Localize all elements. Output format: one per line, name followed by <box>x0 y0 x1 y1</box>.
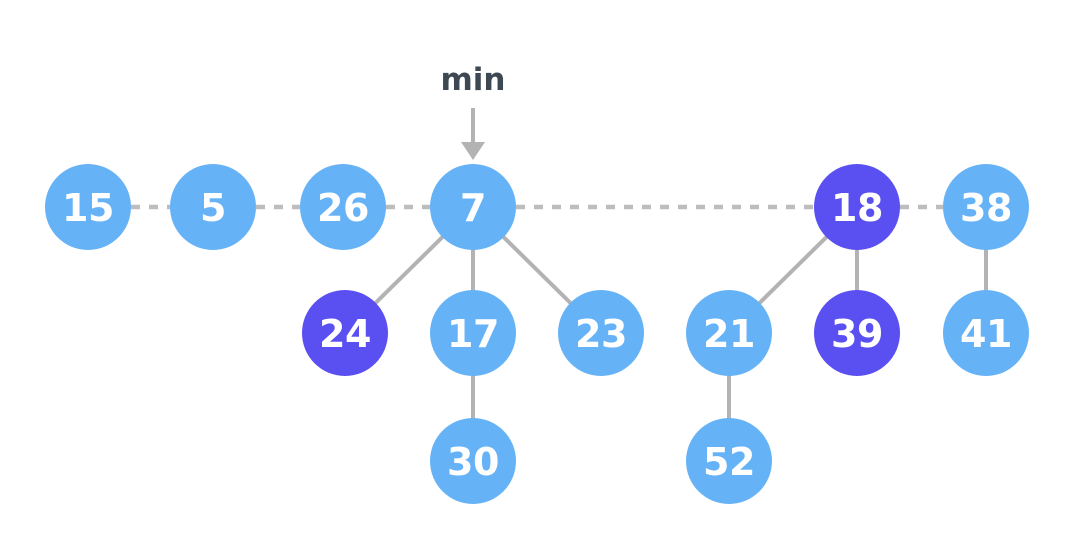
heap-node-39[interactable]: 39 <box>814 290 900 376</box>
node-circle-38[interactable] <box>943 164 1029 250</box>
edge-7-23 <box>501 235 573 305</box>
heap-node-52[interactable]: 52 <box>686 418 772 504</box>
node-circle-30[interactable] <box>430 418 516 504</box>
heap-node-15[interactable]: 15 <box>45 164 131 250</box>
min-pointer: min <box>441 62 506 160</box>
node-label-26: 26 <box>317 186 369 230</box>
node-circle-18[interactable] <box>814 164 900 250</box>
node-label-52: 52 <box>703 440 755 484</box>
node-circle-17[interactable] <box>430 290 516 376</box>
node-circle-15[interactable] <box>45 164 131 250</box>
node-circle-26[interactable] <box>300 164 386 250</box>
heap-node-41[interactable]: 41 <box>943 290 1029 376</box>
heap-node-17[interactable]: 17 <box>430 290 516 376</box>
node-circle-39[interactable] <box>814 290 900 376</box>
node-circle-7[interactable] <box>430 164 516 250</box>
node-circle-52[interactable] <box>686 418 772 504</box>
heap-node-26[interactable]: 26 <box>300 164 386 250</box>
heap-node-38[interactable]: 38 <box>943 164 1029 250</box>
down-arrow-icon <box>461 142 485 160</box>
node-label-24: 24 <box>319 312 371 356</box>
edge-18-21 <box>757 235 829 305</box>
node-circle-21[interactable] <box>686 290 772 376</box>
node-label-15: 15 <box>62 186 114 230</box>
node-label-7: 7 <box>460 186 486 230</box>
heap-node-30[interactable]: 30 <box>430 418 516 504</box>
node-label-41: 41 <box>960 312 1012 356</box>
node-label-38: 38 <box>960 186 1012 230</box>
node-circle-41[interactable] <box>943 290 1029 376</box>
parent-child-links <box>373 235 988 419</box>
heap-node-18[interactable]: 18 <box>814 164 900 250</box>
heap-node-5[interactable]: 5 <box>170 164 256 250</box>
node-label-30: 30 <box>447 440 499 484</box>
node-label-18: 18 <box>831 186 883 230</box>
heap-node-7[interactable]: 7 <box>430 164 516 250</box>
node-circle-24[interactable] <box>302 290 388 376</box>
heap-node-23[interactable]: 23 <box>558 290 644 376</box>
node-label-17: 17 <box>447 312 499 356</box>
node-label-39: 39 <box>831 312 883 356</box>
node-label-23: 23 <box>575 312 627 356</box>
node-label-21: 21 <box>703 312 755 356</box>
min-label: min <box>441 62 506 98</box>
heap-nodes: 15 5 26 7 18 38 24 17 23 21 39 41 30 52 <box>45 164 1029 504</box>
node-circle-23[interactable] <box>558 290 644 376</box>
node-label-5: 5 <box>200 186 226 230</box>
edge-7-24 <box>373 235 445 305</box>
heap-node-24[interactable]: 24 <box>302 290 388 376</box>
heap-node-21[interactable]: 21 <box>686 290 772 376</box>
node-circle-5[interactable] <box>170 164 256 250</box>
